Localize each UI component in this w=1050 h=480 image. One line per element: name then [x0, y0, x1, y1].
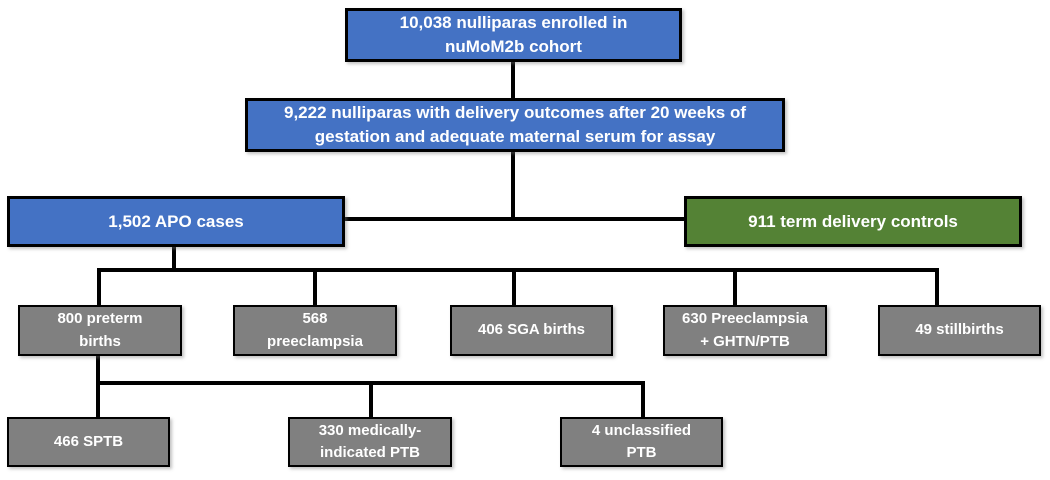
- connector-drop-preeclampsia-ghtn-ptb: [733, 270, 737, 305]
- connector-preterm-down: [96, 356, 100, 417]
- connector-apo-subgroups-bar: [97, 268, 939, 272]
- connector-ptb-subtypes-bar: [96, 381, 645, 385]
- connector-drop-stillbirths: [935, 270, 939, 305]
- node-sga-births: 406 SGA births: [450, 305, 613, 356]
- connector-apo-down: [172, 247, 176, 270]
- connector-cases-controls-bar: [345, 217, 684, 221]
- node-sptb: 466 SPTB: [7, 417, 170, 467]
- node-medically-indicated-ptb: 330 medically- indicated PTB: [288, 417, 452, 467]
- node-preterm-births: 800 preterm births: [18, 305, 182, 356]
- connector-drop-medically-indicated-ptb: [369, 385, 373, 417]
- node-preeclampsia: 568 preeclampsia: [233, 305, 397, 356]
- connector-outcomes-to-split: [511, 152, 515, 221]
- connector-enrolled-to-outcomes: [511, 62, 515, 98]
- node-delivery-outcomes: 9,222 nulliparas with delivery outcomes …: [245, 98, 785, 152]
- node-stillbirths: 49 stillbirths: [878, 305, 1041, 356]
- node-preeclampsia-ghtn-ptb: 630 Preeclampsia + GHTN/PTB: [663, 305, 827, 356]
- node-unclassified-ptb: 4 unclassified PTB: [560, 417, 723, 467]
- node-apo-cases: 1,502 APO cases: [7, 196, 345, 247]
- node-enrolled-cohort: 10,038 nulliparas enrolled in nuMoM2b co…: [345, 8, 682, 62]
- connector-drop-unclassified-ptb: [641, 381, 645, 417]
- connector-drop-preterm-births: [97, 270, 101, 305]
- connector-drop-sga-births: [512, 270, 516, 305]
- node-term-delivery-controls: 911 term delivery controls: [684, 196, 1022, 247]
- connector-drop-preeclampsia: [313, 270, 317, 305]
